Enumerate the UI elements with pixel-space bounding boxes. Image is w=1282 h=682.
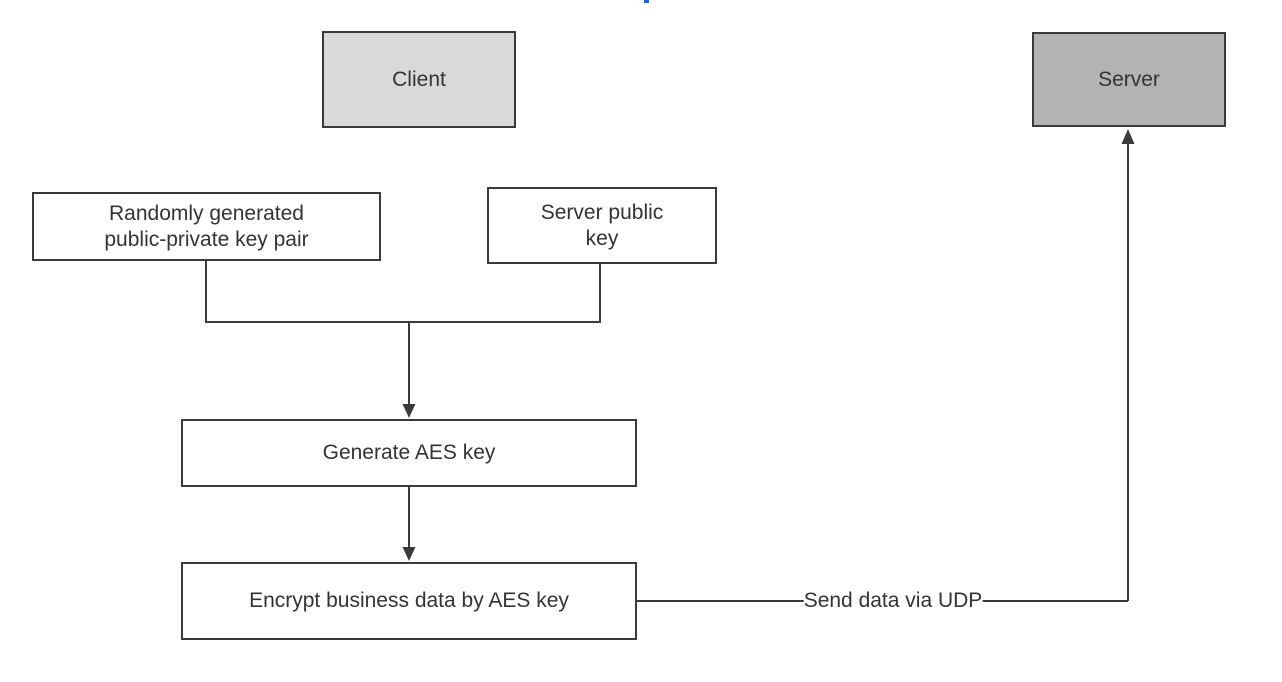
node-generate-aes-key: Generate AES key [181,419,637,487]
node-server: Server [1032,32,1226,127]
node-random-keypair: Randomly generated public-private key pa… [32,192,381,261]
arrowhead-generate-aes [402,404,416,418]
node-random-keypair-label: Randomly generated public-private key pa… [104,201,309,251]
node-generate-aes-key-label: Generate AES key [322,441,496,465]
edge-label-send-data-via-udp: Send data via UDP [803,589,983,613]
node-server-public-key: Server public key [487,187,717,264]
arrowhead-encrypt [402,547,416,561]
cropped-blue-artifact [644,0,649,3]
node-client: Client [322,31,516,128]
arrowhead-server [1121,129,1135,144]
node-client-label: Client [392,67,446,91]
node-server-public-key-label: Server public key [540,200,664,250]
node-server-label: Server [1098,67,1160,91]
node-encrypt-business-data: Encrypt business data by AES key [181,562,637,640]
node-encrypt-business-data-label: Encrypt business data by AES key [249,589,569,613]
